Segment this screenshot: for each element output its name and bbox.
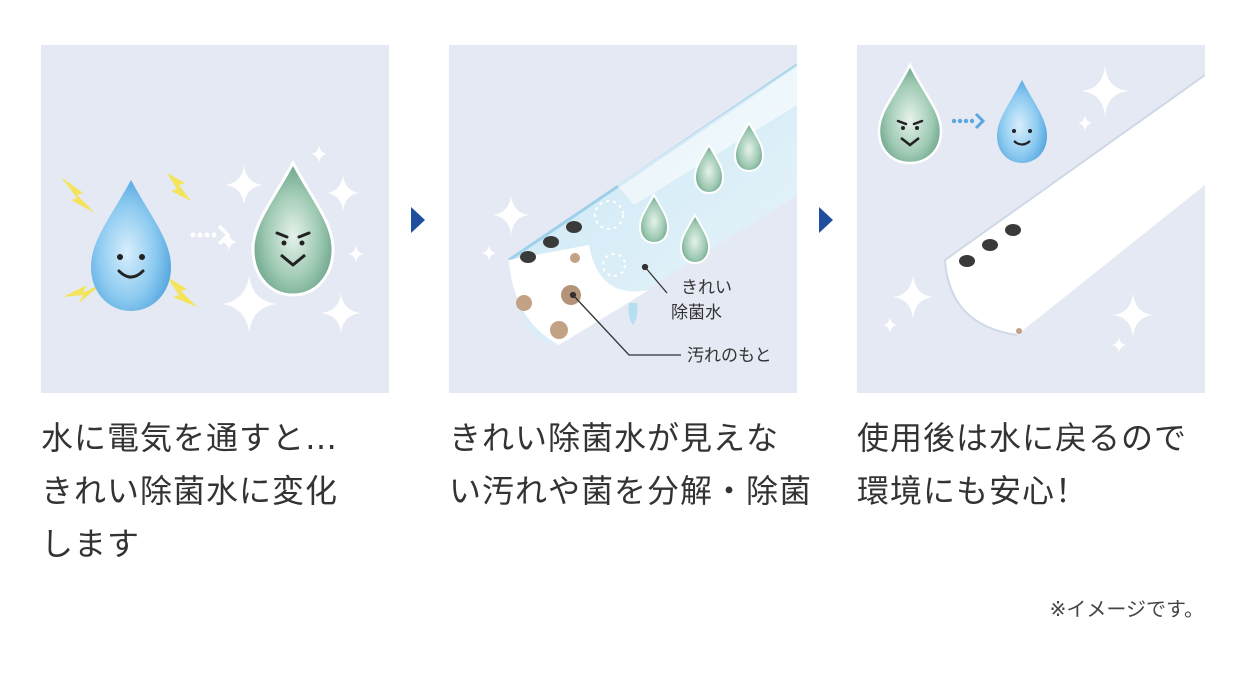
callout-clean-label-1: きれい (681, 278, 732, 298)
caption-sterilization: きれい除菌水が見えな い汚れや菌を分解・除菌 (449, 412, 813, 518)
panel-sterilization-image: きれい 除菌水 汚れのもと (449, 45, 797, 393)
dotted-arrow-icon (190, 224, 231, 246)
caption-line: きれい除菌水に変化 (41, 472, 339, 510)
callout-dirt-label: 汚れのもと (687, 346, 772, 366)
green-water-drop-icon (638, 120, 765, 265)
caption-line: 使用後は水に戻るので (857, 419, 1188, 457)
nozzle-icon (944, 74, 1205, 336)
callout-lines (569, 263, 681, 356)
lightning-icon (61, 173, 197, 307)
caption-line: 環境にも安心！ (857, 472, 1089, 510)
next-step-arrow-icon (411, 207, 425, 233)
image-disclaimer-note: ※イメージです。 (1049, 597, 1204, 621)
dotted-arrow-icon (951, 112, 986, 130)
blue-water-drop-icon (997, 80, 1047, 163)
caption-line: 水に電気を通すと… (41, 419, 339, 457)
panel-safe-environment-image (857, 45, 1205, 393)
caption-electrolysis: 水に電気を通すと… きれい除菌水に変化 します (41, 412, 397, 571)
caption-line: します (41, 525, 141, 563)
next-step-arrow-icon (819, 207, 833, 233)
blue-water-drop-icon (91, 180, 171, 311)
green-water-drop-icon (877, 62, 943, 165)
green-water-drop-icon (251, 159, 335, 297)
caption-line: きれい除菌水が見えな (449, 419, 780, 457)
electrolysis-illustration (61, 145, 364, 333)
callout-clean-label-2: 除菌水 (671, 303, 722, 323)
caption-safe-environment: 使用後は水に戻るので 環境にも安心！ (857, 412, 1213, 518)
clean-nozzle-illustration (877, 62, 1205, 353)
panel-electrolysis-image (41, 45, 389, 393)
sparkle-icon (883, 65, 1153, 353)
caption-line: い汚れや菌を分解・除菌 (449, 472, 813, 510)
sparkle-icon (221, 145, 364, 333)
nozzle-cleaning-illustration: きれい 除菌水 汚れのもと (482, 63, 797, 366)
sparkle-icon (482, 195, 529, 261)
